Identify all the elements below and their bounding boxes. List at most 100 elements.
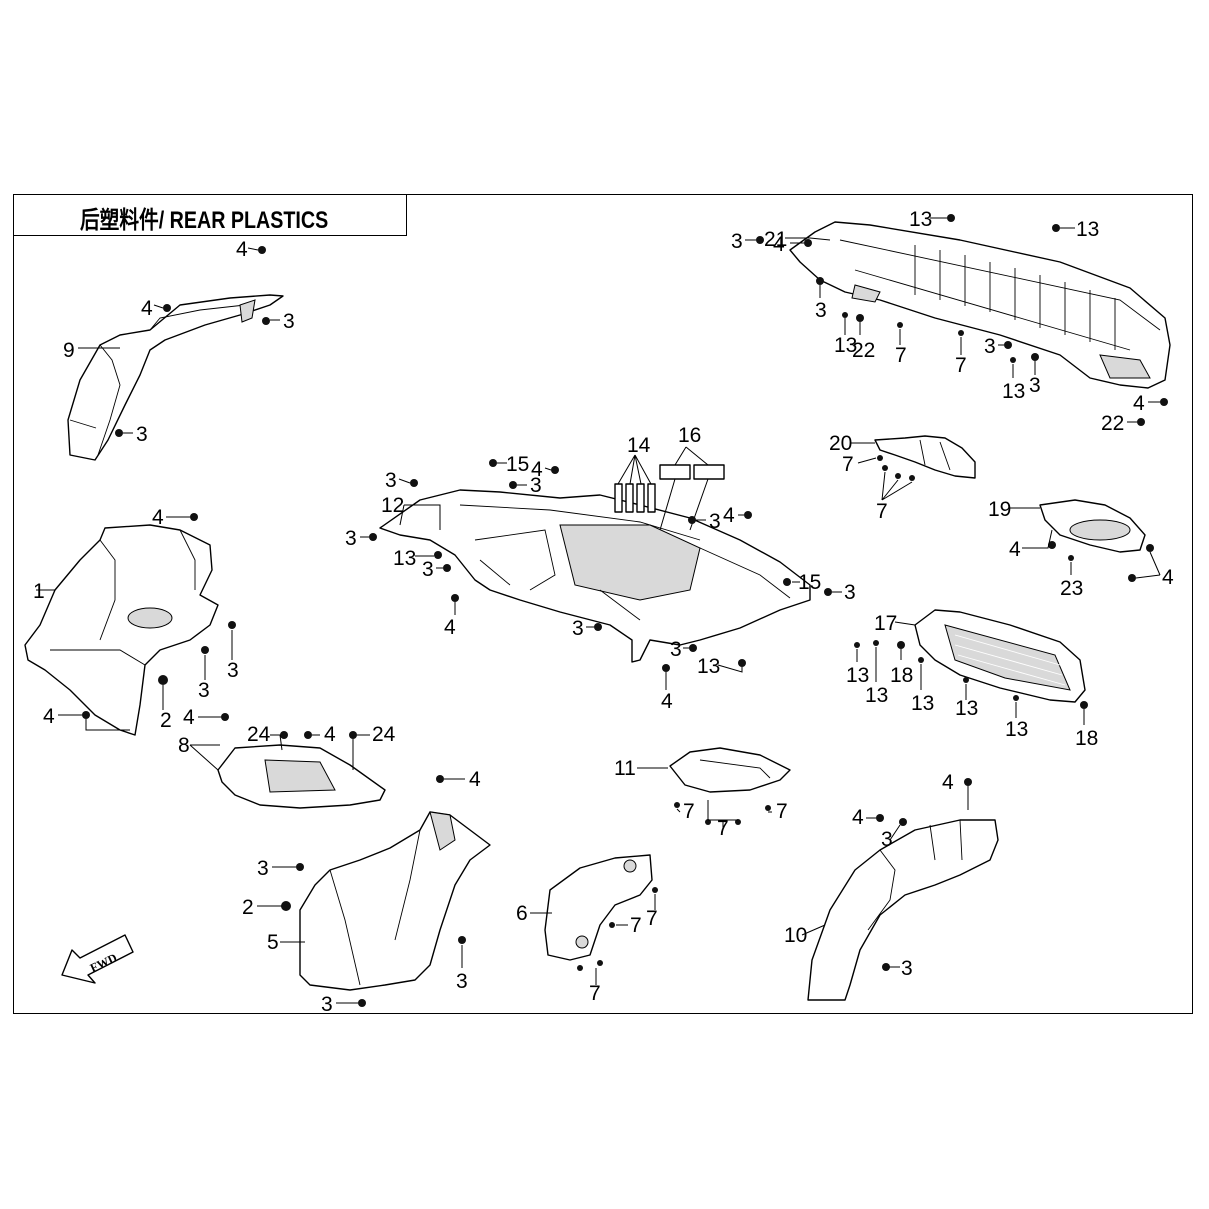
leader-lines [36, 217, 1161, 1004]
callout-4: 4 [1133, 392, 1145, 415]
part-14-labels [614, 454, 656, 513]
callout-3: 3 [198, 679, 210, 702]
callout-22: 22 [1101, 412, 1124, 435]
callout-14: 14 [627, 434, 651, 457]
callout-4: 4 [324, 723, 336, 746]
callout-3: 3 [385, 469, 397, 492]
callout-4: 4 [942, 771, 954, 794]
callout-12: 12 [381, 494, 404, 517]
diagram-title: 后塑料件/ REAR PLASTICS [80, 207, 329, 234]
callout-2: 2 [242, 896, 254, 919]
callout-24: 24 [247, 723, 271, 746]
callout-19: 19 [988, 498, 1011, 521]
part-5-lower-left-panel [299, 811, 491, 991]
part-19-bracket [1039, 499, 1146, 553]
callout-3: 3 [844, 581, 856, 604]
callout-3: 3 [456, 970, 468, 993]
callout-7: 7 [683, 800, 695, 823]
callout-17: 17 [874, 612, 897, 635]
callout-4: 4 [141, 297, 153, 320]
callout-4: 4 [152, 506, 164, 529]
callout-13: 13 [909, 208, 932, 231]
callout-3: 3 [815, 299, 827, 322]
callout-23: 23 [1060, 577, 1083, 600]
callout-3: 3 [422, 558, 434, 581]
callout-4: 4 [852, 806, 864, 829]
callout-13: 13 [1005, 718, 1028, 741]
callout-3: 3 [984, 335, 996, 358]
callout-11: 11 [614, 757, 636, 780]
callout-3: 3 [572, 617, 584, 640]
callout-13: 13 [1076, 218, 1099, 241]
callout-7: 7 [842, 453, 854, 476]
callout-7: 7 [646, 907, 658, 930]
callout-8: 8 [178, 734, 190, 757]
callout-13: 13 [911, 692, 934, 715]
callout-4: 4 [773, 233, 785, 256]
callout-4: 4 [183, 706, 195, 729]
part-16-labels [659, 446, 725, 531]
part-12-rear-storage-tub [379, 489, 811, 663]
part-21-rear-bumper [789, 221, 1171, 389]
callout-3: 3 [670, 638, 682, 661]
callout-18: 18 [1075, 727, 1098, 750]
callout-3: 3 [345, 527, 357, 550]
callout-7: 7 [717, 817, 729, 840]
callout-3: 3 [709, 510, 721, 533]
part-6-side-bracket [544, 854, 653, 961]
callout-7: 7 [589, 982, 601, 1005]
callout-13: 13 [955, 697, 978, 720]
callout-7: 7 [630, 914, 642, 937]
fwd-arrow: FWD [61, 934, 134, 984]
part-17-rear-grille [914, 609, 1086, 703]
callout-3: 3 [530, 474, 542, 497]
callout-7: 7 [876, 500, 888, 523]
part-8-floor-plate [217, 744, 386, 809]
callout-1: 1 [33, 580, 45, 603]
callout-20: 20 [829, 432, 852, 455]
title-box [13, 194, 407, 236]
callout-7: 7 [776, 800, 788, 823]
fasteners [82, 214, 1168, 1007]
callout-4: 4 [236, 238, 248, 261]
callout-6: 6 [516, 902, 528, 925]
callout-16: 16 [678, 424, 701, 447]
callout-3: 3 [1029, 374, 1041, 397]
callout-4: 4 [1162, 566, 1174, 589]
callout-13: 13 [846, 664, 869, 687]
callout-3: 3 [321, 993, 333, 1016]
callout-labels: 4 4 3 9 3 4 1 3 3 2 4 4 24 4 24 8 4 3 2 … [33, 208, 1174, 1016]
callout-3: 3 [227, 659, 239, 682]
callout-7: 7 [895, 344, 907, 367]
callout-4: 4 [444, 616, 456, 639]
callout-18: 18 [890, 664, 913, 687]
callout-3: 3 [901, 957, 913, 980]
callout-13: 13 [697, 655, 720, 678]
callout-4: 4 [661, 690, 673, 713]
part-20-bracket [874, 435, 976, 479]
callout-9: 9 [63, 339, 75, 362]
callout-3: 3 [881, 828, 893, 851]
callout-3: 3 [257, 857, 269, 880]
callout-4: 4 [1009, 538, 1021, 561]
callout-7: 7 [955, 354, 967, 377]
callout-3: 3 [283, 310, 295, 333]
callout-13: 13 [393, 547, 416, 570]
callout-3: 3 [136, 423, 148, 446]
callout-10: 10 [784, 924, 807, 947]
diagram-frame [13, 194, 1193, 1014]
callout-15: 15 [506, 453, 529, 476]
callout-21: 21 [764, 228, 787, 251]
callout-4: 4 [723, 504, 735, 527]
callout-4: 4 [43, 705, 55, 728]
callout-5: 5 [267, 931, 279, 954]
callout-4: 4 [531, 458, 543, 481]
part-10-rear-right-fender [807, 819, 999, 1001]
callout-4: 4 [469, 768, 481, 791]
callout-3: 3 [731, 230, 743, 253]
callout-24: 24 [372, 723, 396, 746]
callout-13: 13 [865, 684, 888, 707]
callout-13: 13 [1002, 380, 1025, 403]
callout-22: 22 [852, 339, 875, 362]
part-11-mounting-plate [669, 747, 791, 793]
